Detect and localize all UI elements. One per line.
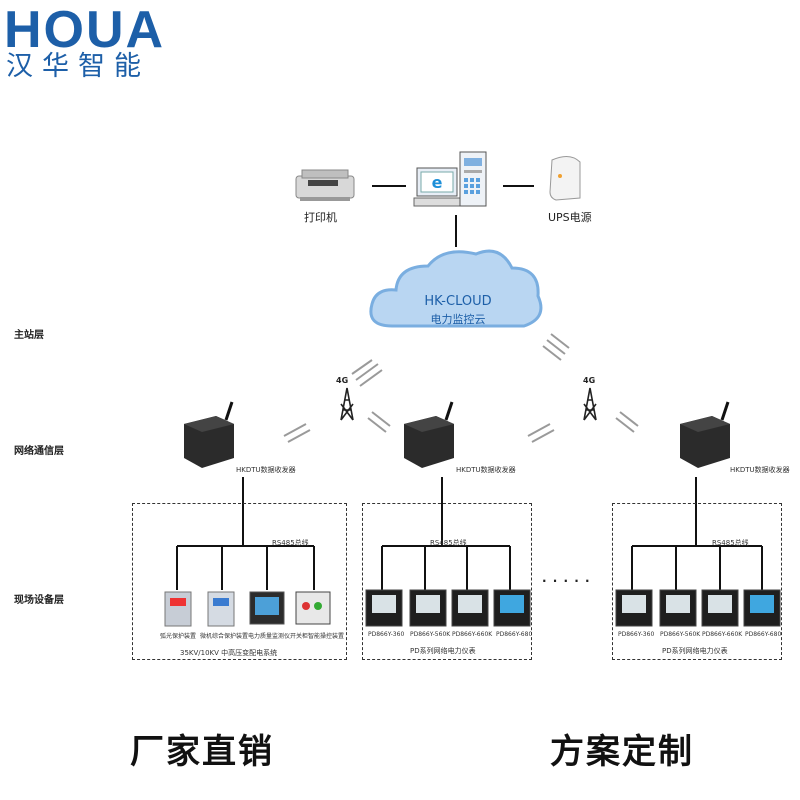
printer-label: 打印机 (304, 211, 337, 224)
footer-right-slogan: 方案定制 (550, 732, 694, 772)
group-caption-1: 35KV/10KV 中高压变配电系统 (180, 649, 278, 657)
device-label-2-3: PD866Y-660K (452, 631, 493, 638)
device-label-3-3: PD866Y-660K (702, 631, 743, 638)
device-label-1-3: 电力质量监测仪 (248, 633, 291, 640)
layer-label-master: 主站层 (14, 330, 44, 341)
device-label-3-2: PD866Y-560K (660, 631, 701, 638)
meter-icons-2 (365, 589, 531, 627)
layer-label-field: 现场设备层 (14, 595, 64, 606)
bus-label-2: RS485总线 (430, 539, 467, 547)
field-group-box-2 (362, 503, 532, 660)
wireless-waves-icon (283, 333, 639, 443)
transceiver-icon-2 (404, 401, 454, 468)
cloud-icon (369, 249, 543, 328)
cloud-subtitle: 电力监控云 (430, 313, 486, 326)
more-groups-ellipsis: · · · · · (542, 574, 591, 588)
brand-logo-cn: 汉华智能 (6, 51, 150, 82)
device-label-1-2: 微机综合保护装置 (200, 633, 249, 640)
device-label-3-1: PD866Y-360 (618, 631, 655, 638)
svg-text:e: e (432, 173, 443, 192)
field-group-box-1 (132, 503, 347, 660)
tower-icon-left (340, 387, 354, 421)
bus-lines-3 (631, 545, 763, 590)
antenna-label-right: 4G (583, 376, 596, 385)
cloud-title: HK-CLOUD (424, 294, 492, 309)
field-group-box-3 (612, 503, 782, 660)
group-caption-3: PD系列网络电力仪表 (662, 647, 728, 655)
transceiver-label-3: HKDTU数据收发器 (730, 466, 790, 474)
brand-logo-en: HOUA (4, 1, 166, 59)
bus-lines-2 (381, 545, 511, 590)
device-label-2-1: PD866Y-360 (368, 631, 405, 638)
ups-icon (549, 156, 581, 201)
footer-left-slogan: 厂家直销 (130, 732, 274, 772)
transceiver-icon-3 (680, 401, 730, 468)
printer-icon (295, 169, 355, 201)
computer-icon: e (413, 151, 487, 207)
device-label-3-4: PD866Y-680 (745, 631, 782, 638)
ups-label: UPS电源 (548, 211, 592, 224)
group-caption-2: PD系列网络电力仪表 (410, 647, 476, 655)
layer-label-network: 网络通信层 (14, 446, 64, 457)
bus-lines-1 (176, 545, 315, 590)
bus-label-1: RS485总线 (272, 539, 309, 547)
antenna-label-left: 4G (336, 376, 349, 385)
tower-icon-right (583, 387, 597, 421)
device-label-2-4: PD866Y-680 (496, 631, 533, 638)
device-label-2-2: PD866Y-560K (410, 631, 451, 638)
transceiver-label-1: HKDTU数据收发器 (236, 466, 296, 474)
protection-device-icons (164, 591, 331, 627)
transceiver-label-2: HKDTU数据收发器 (456, 466, 516, 474)
bus-label-3: RS485总线 (712, 539, 749, 547)
meter-icons-3 (615, 589, 781, 627)
transceiver-icon-1 (184, 401, 234, 468)
device-label-1-4: 开关柜智能操控装置 (290, 633, 345, 640)
device-label-1-1: 弧光保护装置 (160, 633, 197, 640)
